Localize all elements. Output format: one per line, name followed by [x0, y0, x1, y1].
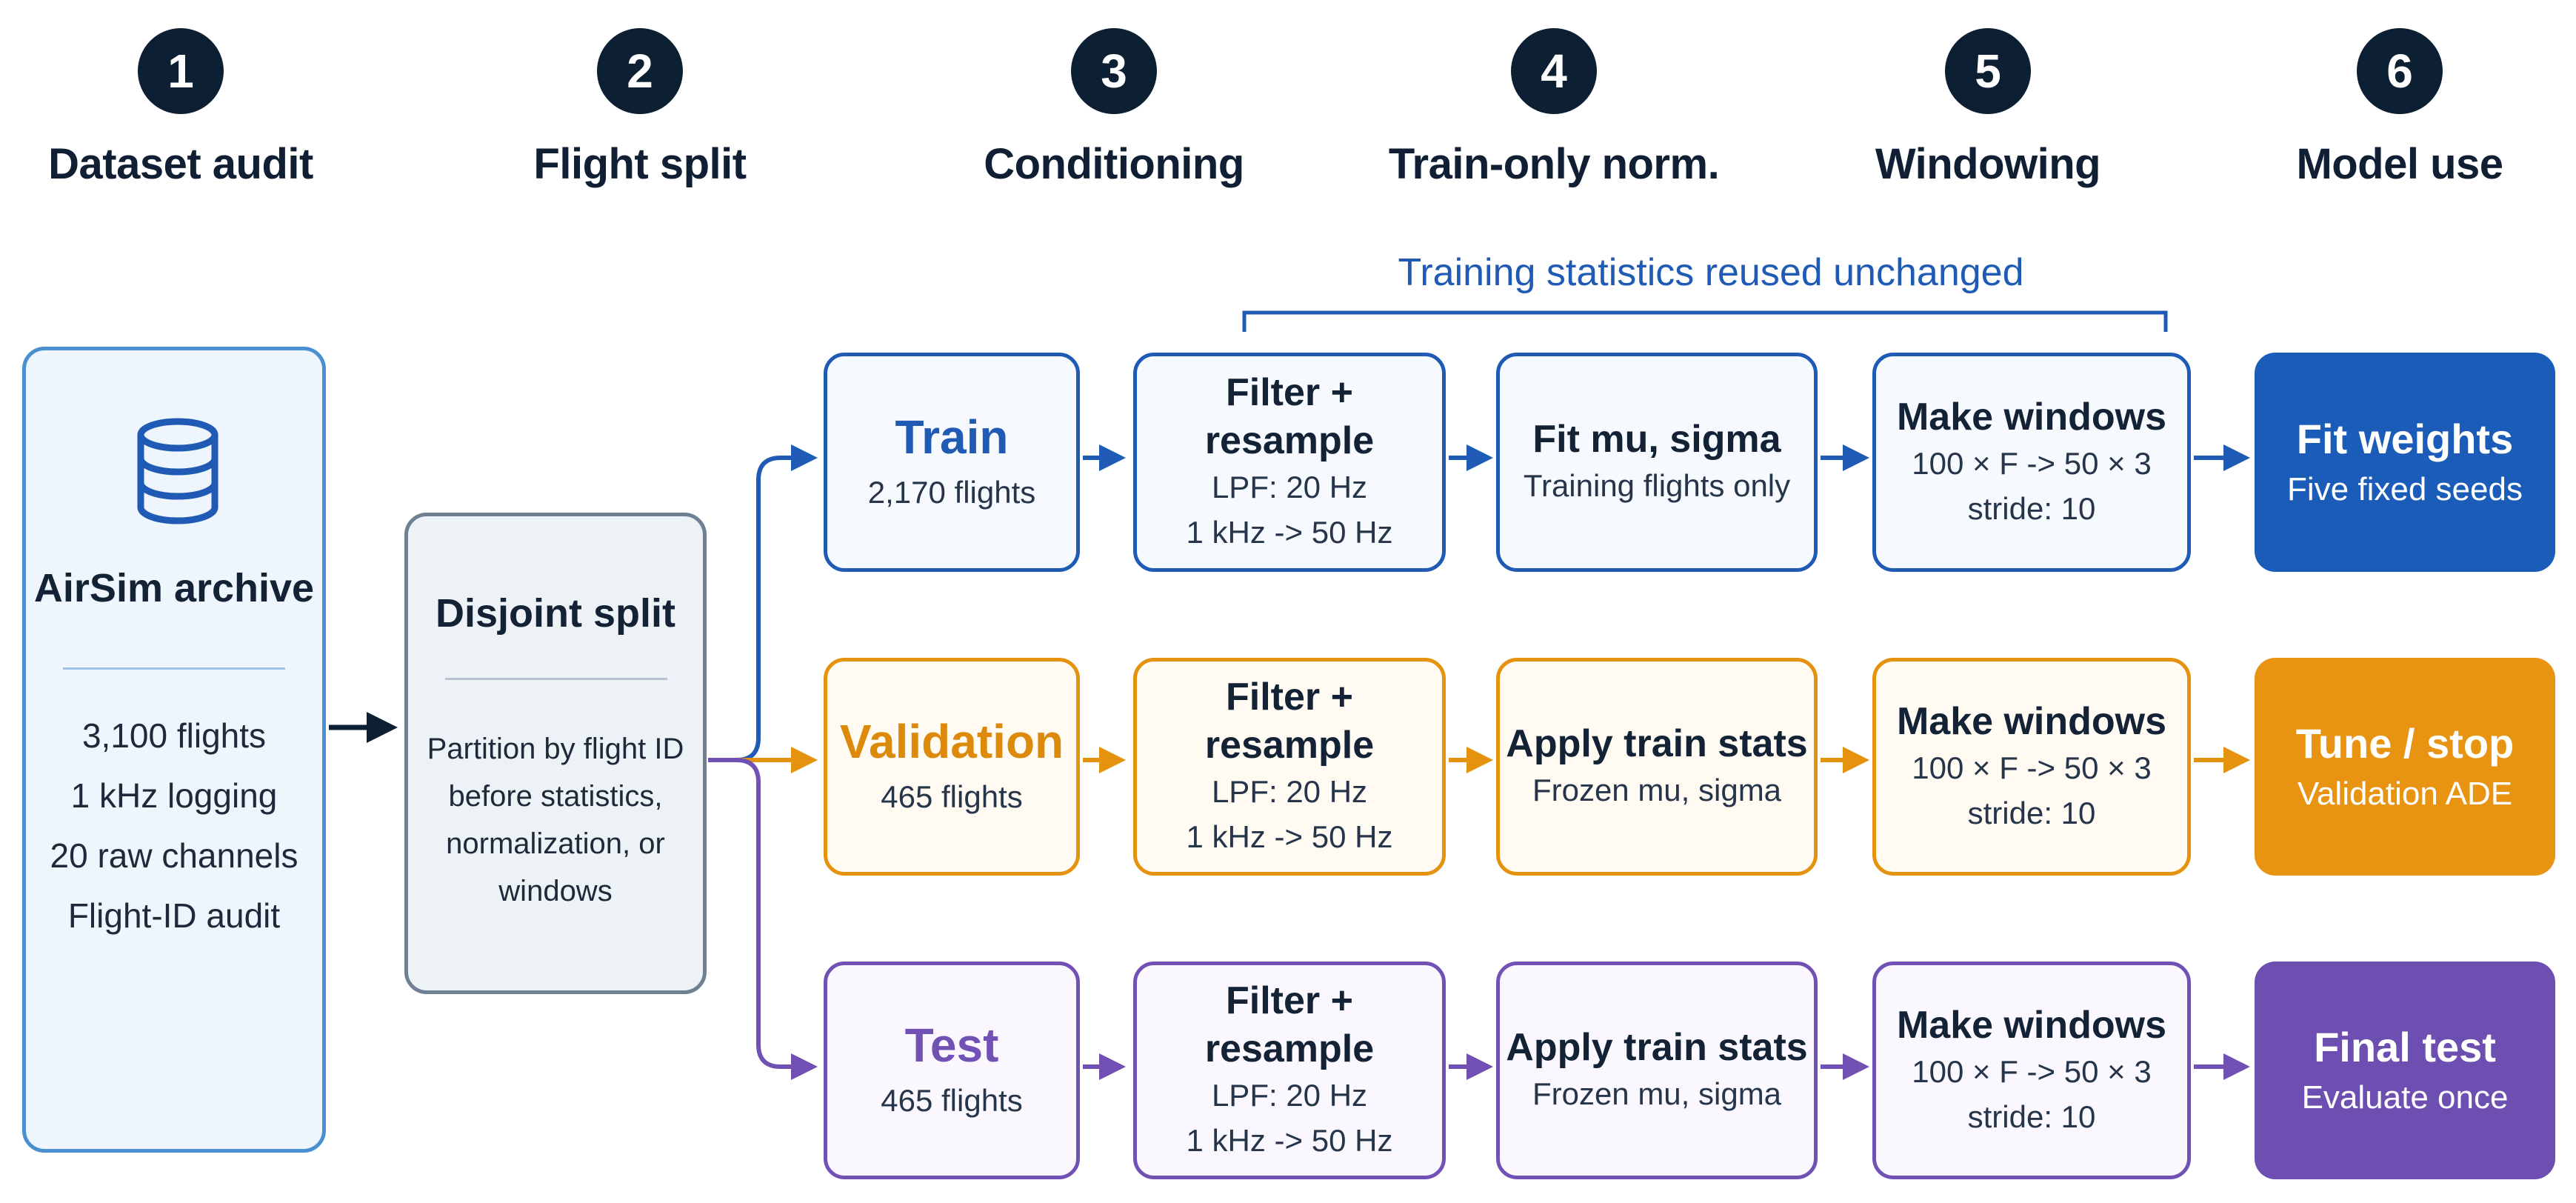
split-line: Partition by flight ID: [427, 733, 684, 765]
test-window-line: 100 × F -> 50 × 3: [1912, 1053, 2152, 1089]
airsim-archive-box: AirSim archive 3,100 flights 1 kHz loggi…: [22, 347, 326, 1153]
archive-line: 20 raw channels: [50, 836, 298, 875]
train-norm-sub: Training flights only: [1523, 468, 1791, 504]
archive-divider: [63, 667, 285, 670]
step-title-6: Model use: [2296, 140, 2503, 188]
split-title: Disjoint split: [436, 591, 675, 636]
archive-line: 1 kHz logging: [70, 776, 278, 815]
step-title-1: Dataset audit: [48, 140, 313, 188]
validation-window-line: 100 × F -> 50 × 3: [1912, 750, 2152, 785]
test-window-title: Make windows: [1896, 1003, 2167, 1047]
arrow-split-to-test: [708, 758, 818, 1080]
split-details: Partition by flight ID before statistics…: [408, 725, 703, 915]
test-final-title: Final test: [2314, 1023, 2496, 1070]
final-test-box: Final test Evaluate once: [2255, 962, 2555, 1179]
train-window-title: Make windows: [1896, 395, 2167, 439]
train-window-box: Make windows 100 × F -> 50 × 3 stride: 1…: [1872, 353, 2191, 572]
validation-window-line: stride: 10: [1967, 795, 2096, 830]
validation-final-title: Tune / stop: [2295, 719, 2515, 767]
validation-filter-line: LPF: 20 Hz: [1211, 774, 1368, 810]
validation-split-name: Validation: [839, 715, 1064, 769]
archive-title: AirSim archive: [33, 566, 315, 610]
step-title-3: Conditioning: [984, 140, 1244, 188]
train-split-box: Train 2,170 flights: [824, 353, 1080, 572]
test-filter-title: Filter + resample: [1204, 979, 1375, 1071]
train-final-sub: Five fixed seeds: [2287, 470, 2523, 507]
test-split-box: Test 465 flights: [824, 962, 1080, 1179]
step-title-5: Windowing: [1875, 140, 2101, 188]
step-number-2: 2: [597, 28, 683, 114]
validation-window-title: Make windows: [1896, 699, 2167, 743]
test-filter-box: Filter + resample LPF: 20 Hz 1 kHz -> 50…: [1133, 962, 1446, 1179]
train-split-name: Train: [895, 410, 1009, 464]
train-window-line: 100 × F -> 50 × 3: [1912, 445, 2152, 481]
archive-line: 3,100 flights: [81, 716, 267, 755]
train-norm-title: Fit mu, sigma: [1532, 418, 1781, 461]
test-filter-line: 1 kHz -> 50 Hz: [1186, 1123, 1393, 1158]
validation-split-count: 465 flights: [881, 779, 1023, 814]
split-divider: [445, 678, 667, 680]
tune-stop-box: Tune / stop Validation ADE: [2255, 658, 2555, 876]
arrow-split-to-train: [708, 444, 818, 762]
test-final-sub: Evaluate once: [2301, 1079, 2509, 1116]
train-window-line: stride: 10: [1967, 490, 2096, 526]
step-number-4: 4: [1511, 28, 1597, 114]
fit-weights-box: Fit weights Five fixed seeds: [2255, 353, 2555, 572]
step-number-5: 5: [1945, 28, 2031, 114]
test-filter-line: LPF: 20 Hz: [1211, 1078, 1368, 1113]
test-norm-sub: Frozen mu, sigma: [1532, 1076, 1782, 1112]
test-split-count: 465 flights: [881, 1082, 1023, 1118]
train-filter-title: Filter + resample: [1204, 371, 1375, 463]
train-filter-line: 1 kHz -> 50 Hz: [1186, 515, 1393, 550]
validation-final-sub: Validation ADE: [2297, 775, 2513, 812]
test-split-name: Test: [904, 1019, 999, 1073]
database-icon: [137, 418, 218, 524]
train-filter-line: LPF: 20 Hz: [1211, 470, 1368, 505]
validation-filter-line: 1 kHz -> 50 Hz: [1186, 819, 1393, 854]
validation-norm-title: Apply train stats: [1506, 722, 1808, 766]
reuse-bracket: [1242, 310, 2168, 332]
test-norm-box: Apply train stats Frozen mu, sigma: [1496, 962, 1818, 1179]
validation-norm-sub: Frozen mu, sigma: [1532, 773, 1782, 808]
test-window-box: Make windows 100 × F -> 50 × 3 stride: 1…: [1872, 962, 2191, 1179]
archive-details: 3,100 flights 1 kHz logging 20 raw chann…: [26, 706, 322, 946]
split-line: normalization, or: [446, 827, 665, 860]
step-title-2: Flight split: [533, 140, 747, 188]
train-norm-box: Fit mu, sigma Training flights only: [1496, 353, 1818, 572]
step-number-3: 3: [1071, 28, 1157, 114]
test-norm-title: Apply train stats: [1506, 1026, 1808, 1070]
step-title-4: Train-only norm.: [1388, 140, 1720, 188]
train-filter-box: Filter + resample LPF: 20 Hz 1 kHz -> 50…: [1133, 353, 1446, 572]
step-number-1: 1: [138, 28, 224, 114]
disjoint-split-box: Disjoint split Partition by flight ID be…: [404, 513, 707, 994]
validation-window-box: Make windows 100 × F -> 50 × 3 stride: 1…: [1872, 658, 2191, 876]
validation-norm-box: Apply train stats Frozen mu, sigma: [1496, 658, 1818, 876]
reuse-label: Training statistics reused unchanged: [1398, 251, 2024, 294]
step-number-6: 6: [2357, 28, 2443, 114]
train-final-title: Fit weights: [2296, 415, 2514, 462]
validation-filter-title: Filter + resample: [1204, 676, 1375, 767]
split-line: windows: [498, 875, 613, 907]
validation-split-box: Validation 465 flights: [824, 658, 1080, 876]
validation-filter-box: Filter + resample LPF: 20 Hz 1 kHz -> 50…: [1133, 658, 1446, 876]
archive-line: Flight-ID audit: [67, 896, 281, 935]
test-window-line: stride: 10: [1967, 1099, 2096, 1134]
train-split-count: 2,170 flights: [867, 474, 1036, 510]
split-line: before statistics,: [448, 780, 663, 813]
